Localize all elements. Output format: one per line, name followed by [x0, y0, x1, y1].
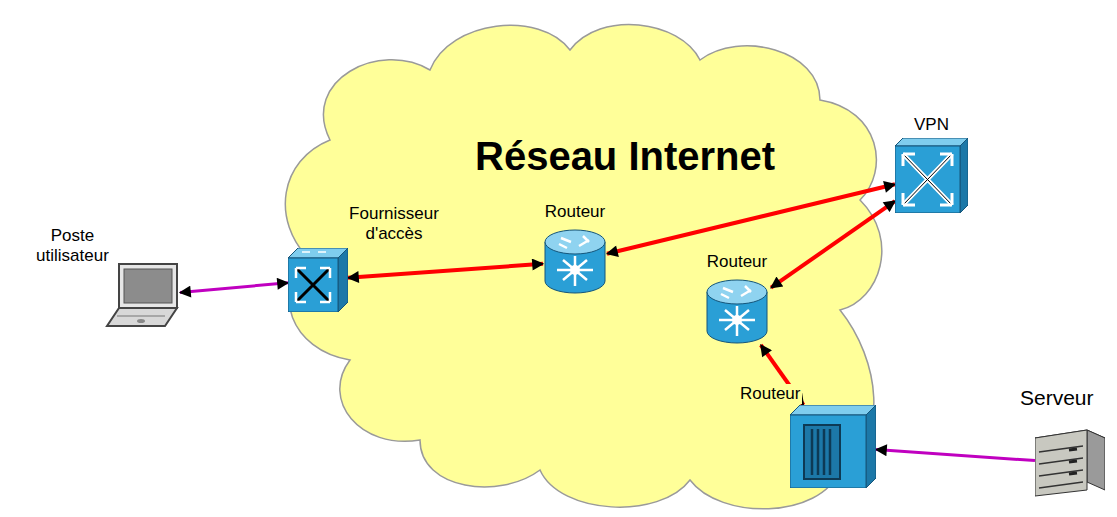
device-label: Routeur: [693, 252, 781, 272]
user-laptop: Poste utilisateur: [105, 262, 180, 330]
icon-part: [866, 405, 876, 488]
router-node: Routeur: [790, 405, 876, 488]
router-icon: [543, 228, 607, 295]
server-icon: [1035, 428, 1105, 498]
icon-part: [338, 248, 348, 312]
router-icon: [703, 278, 771, 345]
device-label: Serveur: [1020, 385, 1094, 410]
network-link: [607, 184, 895, 253]
icon-part: [790, 415, 866, 488]
switch-icon: [288, 248, 348, 312]
icon-part: [557, 256, 593, 286]
vpn-node: VPN: [895, 138, 968, 213]
network-link: [771, 201, 895, 288]
icon-part: [296, 268, 330, 302]
icon-part: [117, 316, 165, 317]
icon-part: [1039, 446, 1083, 488]
icon-part: [790, 405, 876, 415]
icon-part: [1087, 430, 1105, 490]
icon-part: [719, 306, 755, 336]
device-label: Routeur: [738, 384, 802, 404]
icon-part: [812, 429, 830, 475]
icon-part: [302, 251, 326, 253]
icon-part: [137, 319, 145, 323]
network-link: [876, 449, 1035, 460]
icon-part: [119, 264, 177, 308]
device-label: Fournisseur d'accès: [338, 204, 450, 245]
icon-part: [895, 138, 968, 146]
icon-part: [1069, 449, 1077, 474]
router-box-icon: [790, 405, 876, 488]
icon-part: [288, 258, 338, 312]
network-link: [180, 283, 288, 293]
icon-part: [285, 25, 881, 509]
icon-part: [895, 146, 960, 213]
icon-part: [1035, 430, 1087, 496]
vpn-icon: [895, 138, 968, 213]
router-node: Routeur: [703, 278, 771, 345]
icon-part: [903, 154, 952, 205]
icon-part: [903, 154, 952, 205]
icon-part: [124, 269, 172, 303]
laptop-icon: [105, 262, 180, 330]
icon-part: [545, 230, 605, 254]
icon-part: [960, 138, 968, 213]
device-label: Routeur: [531, 202, 619, 222]
network-link: [761, 345, 804, 405]
icon-part: [721, 286, 751, 298]
icon-part: [107, 308, 177, 326]
device-label: Poste utilisateur: [25, 226, 120, 267]
icon-part: [559, 236, 589, 248]
isp-switch: Fournisseur d'accès: [288, 248, 348, 312]
icon-part: [804, 425, 840, 479]
cloud-title: Réseau Internet: [475, 132, 775, 180]
network-link: [348, 264, 543, 278]
icon-part: [903, 154, 952, 205]
icon-part: [296, 268, 330, 302]
internet-cloud: Réseau InternetFournisseur d'accèsRouteu…: [270, 0, 890, 517]
device-label: VPN: [895, 115, 968, 135]
router-node: Routeur: [543, 228, 607, 295]
icon-part: [707, 280, 767, 304]
server-node: Serveur: [1035, 428, 1105, 498]
